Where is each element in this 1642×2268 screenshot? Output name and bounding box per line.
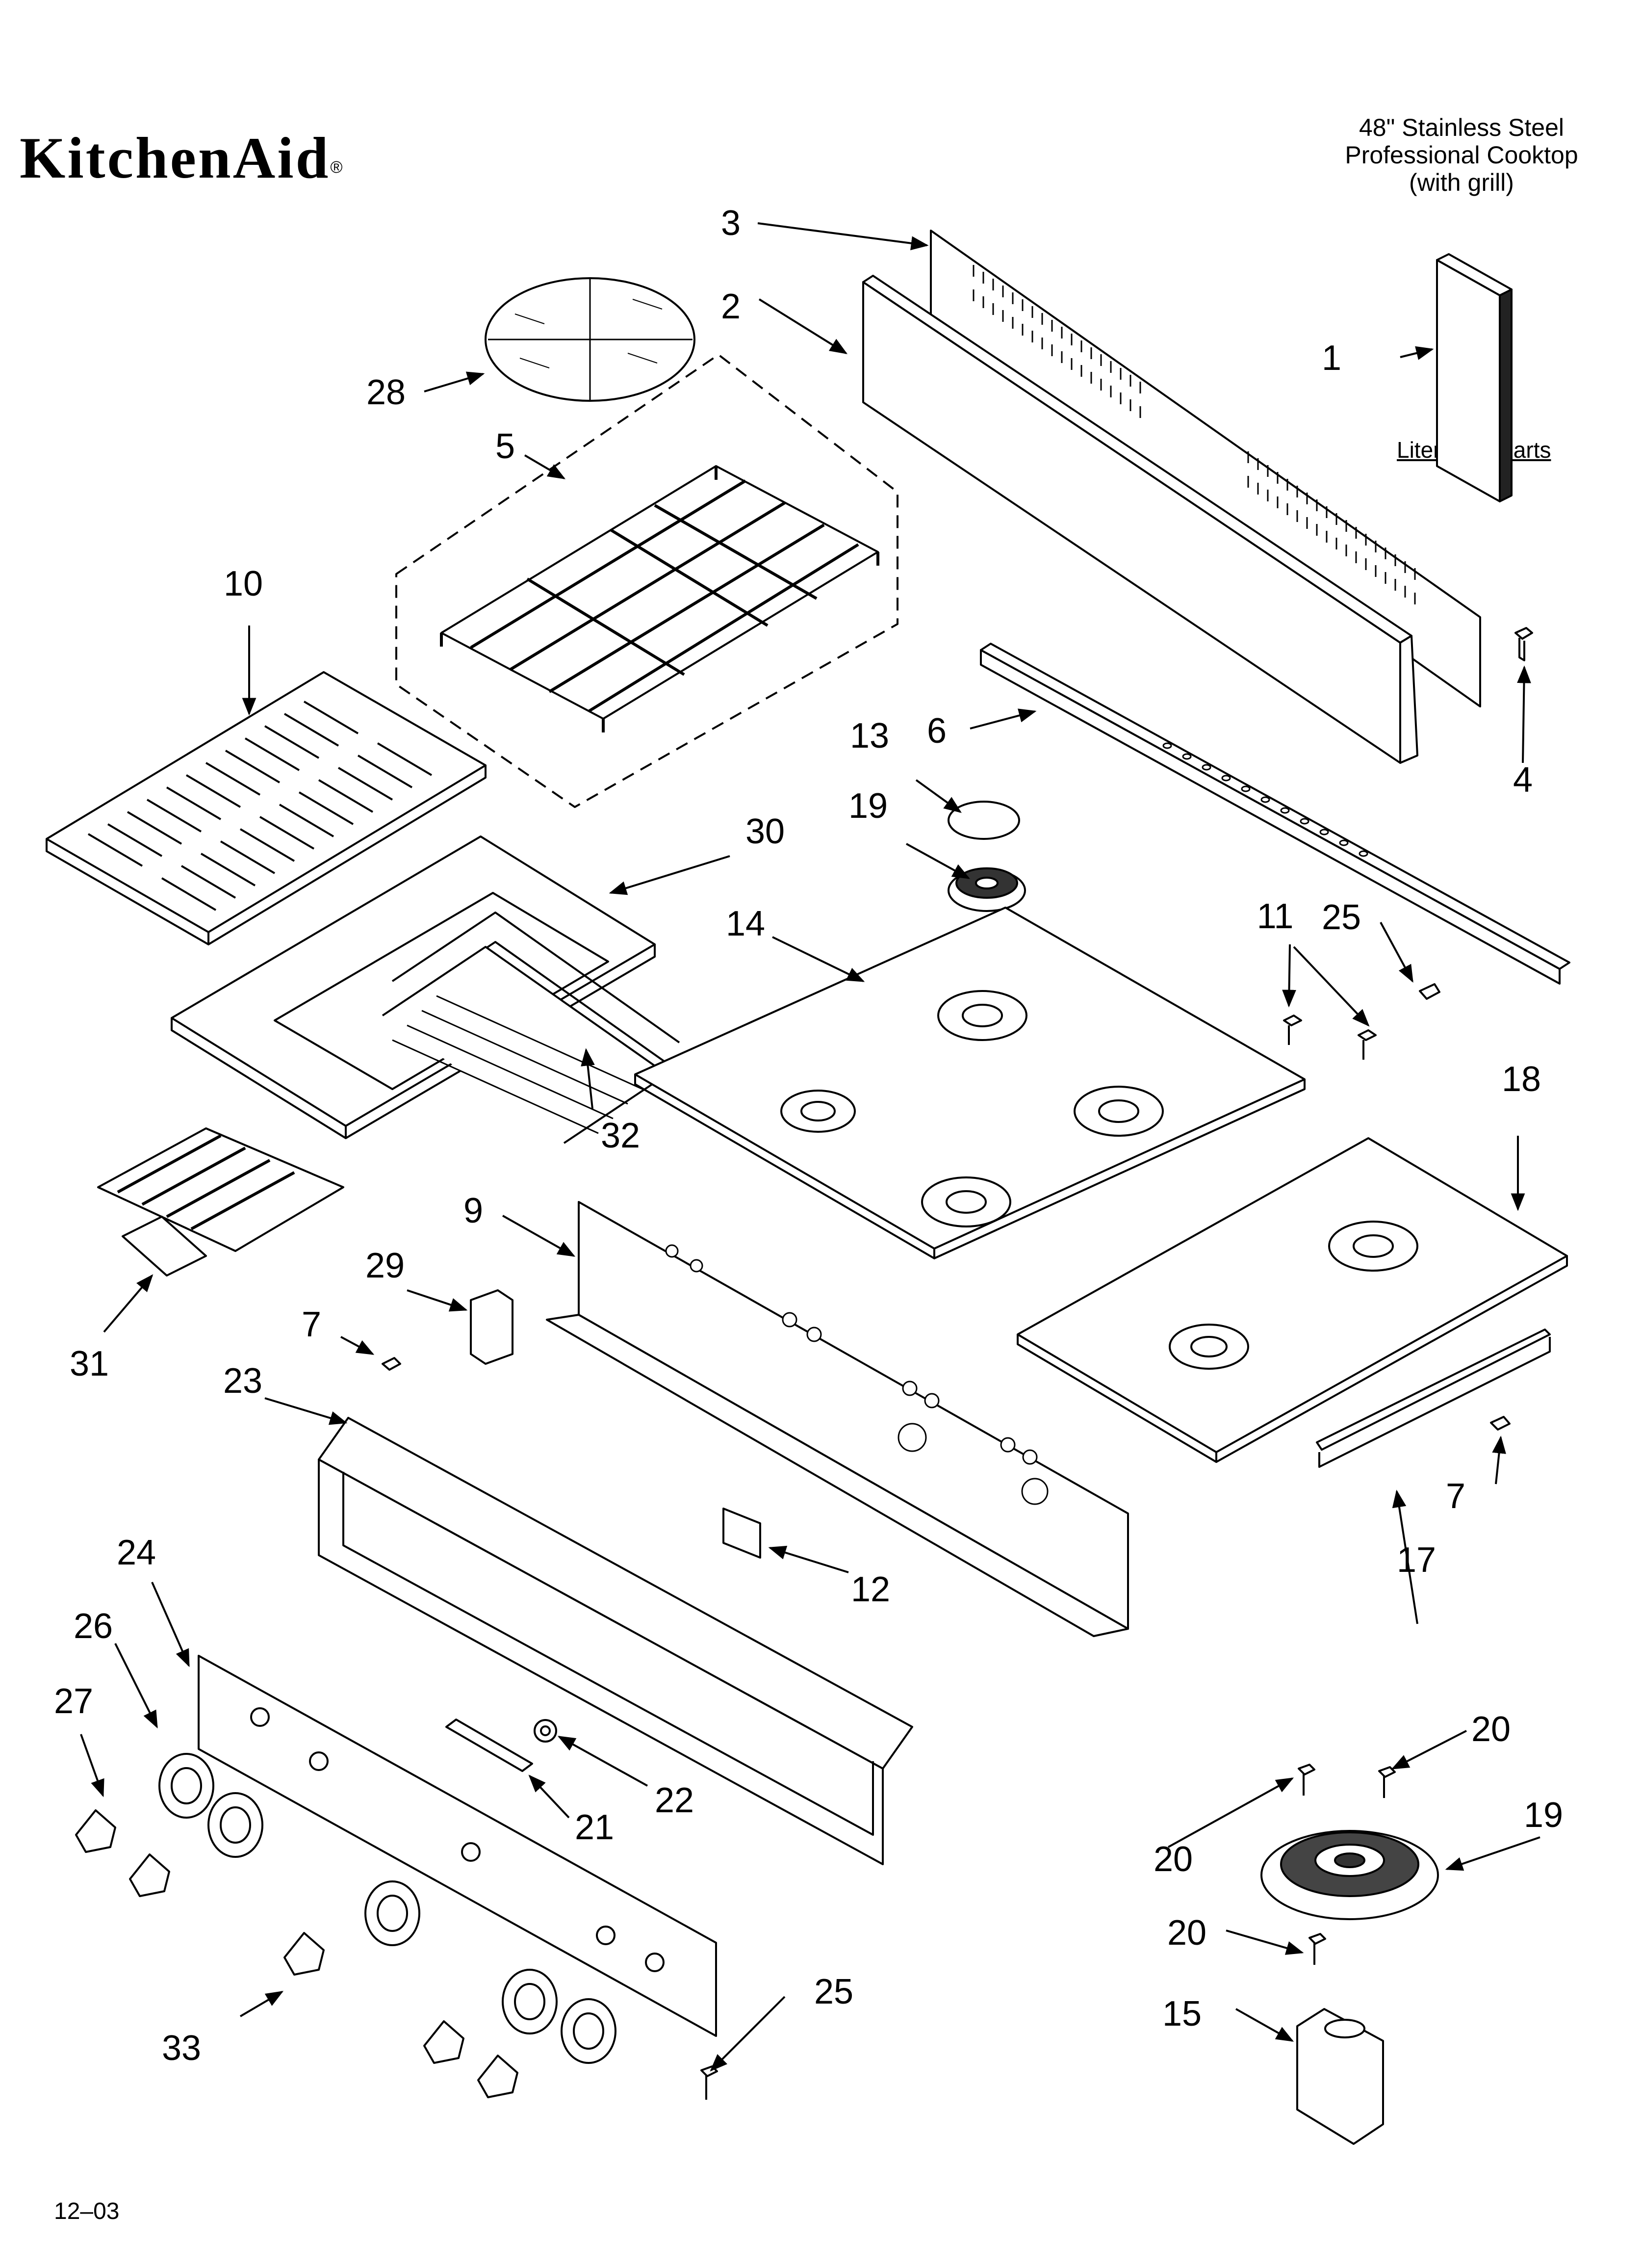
callout-23: 23 <box>223 1361 263 1401</box>
callout-1: 1 <box>1321 339 1342 378</box>
callout-11: 11 <box>1257 897 1294 936</box>
part-cooktop-top-left <box>634 907 1306 1259</box>
callout-25-top: 25 <box>1321 898 1361 937</box>
callout-3: 3 <box>720 204 741 243</box>
part-flame-tamers-loose <box>97 1127 344 1277</box>
part-valve-body <box>1296 2008 1384 2145</box>
callout-24: 24 <box>116 1533 156 1572</box>
part-logo-badge <box>445 1719 533 1772</box>
part-manifold-panel <box>546 1201 1129 1637</box>
part-screw-25-bottom <box>700 2065 718 2100</box>
callout-19-detail: 19 <box>1523 1796 1564 1835</box>
date-code: 12–03 <box>54 2198 120 2224</box>
registered-mark: ® <box>330 158 345 177</box>
model-line-1: 48" Stainless Steel <box>1359 114 1564 141</box>
part-knobs <box>75 1753 616 2098</box>
model-line-2: Professional Cooktop <box>1345 141 1578 169</box>
part-grill-grate <box>46 671 487 945</box>
callout-6: 6 <box>926 711 947 751</box>
part-literature <box>1436 253 1513 502</box>
callout-17: 17 <box>1396 1540 1437 1580</box>
part-flame-tamers <box>382 912 680 1144</box>
callout-20-a: 20 <box>1471 1710 1511 1749</box>
callout-25-bottom: 25 <box>814 1972 854 2011</box>
part-igniter-module <box>470 1289 513 1365</box>
callout-10: 10 <box>223 564 263 603</box>
callout-30: 30 <box>745 812 785 851</box>
part-screw-7-left <box>382 1357 401 1371</box>
callout-9: 9 <box>463 1191 484 1230</box>
callout-20-b: 20 <box>1153 1840 1193 1879</box>
callout-22: 22 <box>654 1781 694 1820</box>
callout-21: 21 <box>574 1808 615 1847</box>
callout-29: 29 <box>365 1246 405 1285</box>
part-burner-detail <box>1260 1830 1439 1920</box>
part-screw-4 <box>1514 627 1533 661</box>
callout-19-top: 19 <box>848 786 888 826</box>
part-grates <box>395 354 898 808</box>
part-screw-7-right <box>1490 1416 1511 1431</box>
part-backguard <box>862 275 1418 764</box>
callout-2: 2 <box>720 287 741 326</box>
callout-13: 13 <box>849 716 890 756</box>
callout-7-left: 7 <box>301 1305 322 1344</box>
model-description: 48" Stainless Steel Professional Cooktop… <box>1305 114 1618 196</box>
callout-12: 12 <box>850 1570 891 1609</box>
callout-4: 4 <box>1513 760 1533 800</box>
callout-18: 18 <box>1501 1060 1541 1099</box>
model-line-3: (with grill) <box>1409 169 1514 196</box>
part-front-panel <box>318 1417 913 1865</box>
callout-26: 26 <box>73 1607 113 1646</box>
part-control-panel <box>198 1655 717 2037</box>
callout-31: 31 <box>69 1344 109 1383</box>
part-screws-20 <box>1298 1764 1396 1965</box>
callout-7-right: 7 <box>1445 1477 1466 1516</box>
callout-27: 27 <box>53 1682 94 1721</box>
callout-32: 32 <box>600 1116 641 1155</box>
callout-15: 15 <box>1162 1994 1202 2033</box>
callout-20-c: 20 <box>1167 1913 1207 1953</box>
callout-33: 33 <box>161 2029 202 2068</box>
brand-name: KitchenAid <box>20 125 331 190</box>
part-manifold-rail <box>980 643 1570 985</box>
callout-28: 28 <box>366 373 406 412</box>
part-screws-11 <box>1283 1015 1377 1060</box>
part-screw-25-top <box>1419 983 1440 1000</box>
part-grill-burner <box>948 867 1026 912</box>
part-cooktop-top-right <box>1017 1137 1568 1463</box>
brand-logo: KitchenAid® <box>20 129 344 187</box>
part-burner-cap <box>948 801 1020 840</box>
leader-lines <box>80 222 1540 2072</box>
part-grill-disc <box>485 277 695 402</box>
callout-14: 14 <box>725 904 766 943</box>
callout-5: 5 <box>495 427 515 466</box>
part-rear-panel <box>930 230 1481 707</box>
part-plate-12 <box>722 1508 761 1559</box>
part-front-trim <box>1316 1329 1551 1468</box>
part-nut-22 <box>534 1719 557 1743</box>
